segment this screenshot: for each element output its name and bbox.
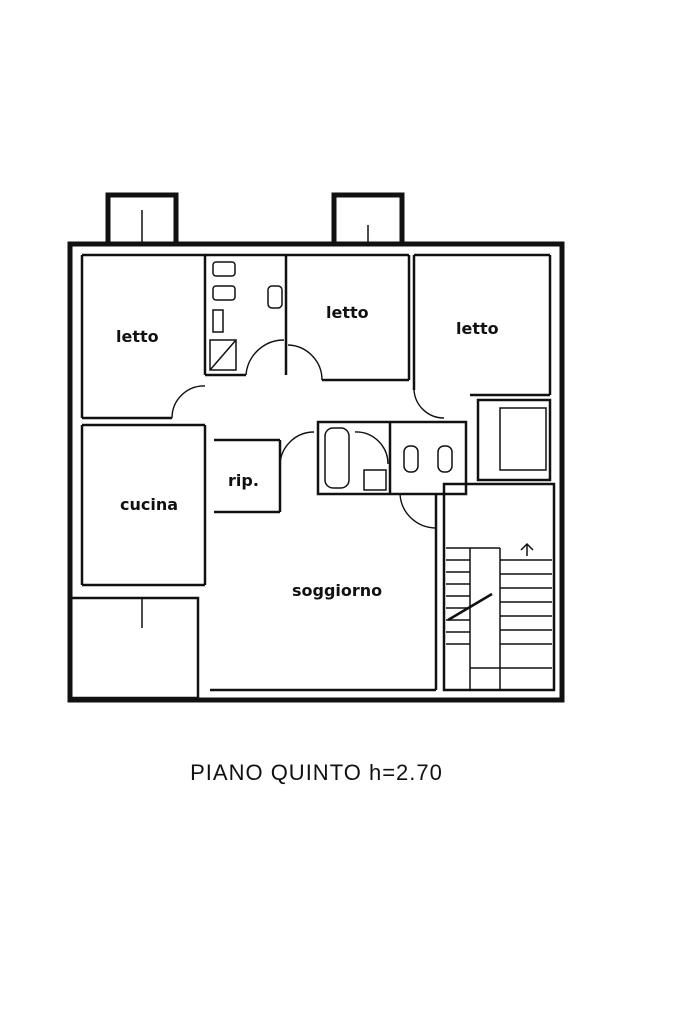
doors [171,339,445,529]
room-label-bedroom-center: letto [326,303,369,322]
outer-walls [67,241,565,703]
bathroom-fixtures [209,261,453,491]
balcony-center [331,192,405,243]
staircase [446,542,552,690]
room-label-bedroom-left: letto [116,327,159,346]
room-label-kitchen: cucina [120,495,178,514]
floor-caption: PIANO QUINTO h=2.70 [190,760,443,785]
room-label-living: soggiorno [292,581,382,600]
room-label-storage: rip. [228,471,259,490]
room-label-bedroom-right: letto [456,319,499,338]
interior-walls [68,253,556,700]
balcony-left [105,192,179,243]
